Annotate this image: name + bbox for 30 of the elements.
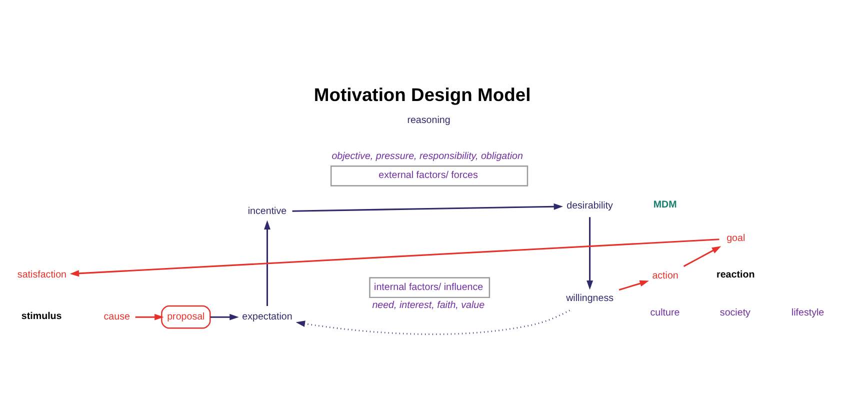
label: stimulus	[21, 310, 62, 322]
node-text: satisfaction	[17, 269, 67, 280]
label: reasoning	[407, 114, 450, 126]
node-box: external factors/ forces	[330, 164, 528, 186]
diagram-title: Motivation Design Model	[314, 84, 531, 105]
node-text: cause	[104, 310, 130, 322]
label: reaction	[716, 269, 755, 280]
node-text: willingness	[566, 292, 614, 304]
node-label: objective, pressure, responsibility, obligation	[332, 150, 523, 162]
label: MDM	[653, 199, 677, 210]
label: society	[720, 307, 750, 318]
node-text: incentive	[248, 205, 287, 216]
arrow	[586, 216, 594, 290]
node-text: desirability	[566, 200, 613, 211]
node-text: goal	[726, 232, 746, 244]
node-box: proposal	[161, 304, 211, 328]
node-label: need, interest, faith, value	[372, 299, 485, 310]
arrow	[70, 238, 720, 276]
arrow	[683, 246, 722, 266]
node-text: expectation	[242, 310, 292, 322]
node-box: internal factors/ influence	[369, 276, 490, 298]
node-text: action	[652, 270, 678, 281]
arrow	[292, 202, 564, 212]
label: culture	[650, 307, 680, 318]
arrow	[210, 313, 239, 320]
label: lifestyle	[791, 307, 824, 318]
arrow	[618, 280, 649, 290]
arrow	[296, 308, 572, 335]
arrow	[264, 220, 270, 306]
arrow	[135, 313, 164, 320]
